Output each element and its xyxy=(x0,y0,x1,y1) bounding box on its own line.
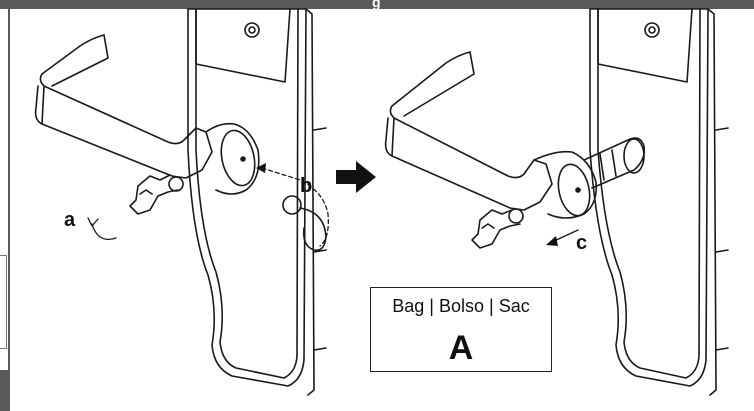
bag-label-box: Bag | Bolso | Sac A xyxy=(370,287,552,372)
left-frame-rule xyxy=(8,9,10,411)
right-top-module xyxy=(597,8,693,83)
right-lever-rose xyxy=(533,150,598,219)
right-key xyxy=(471,209,521,249)
bag-label-letter: A xyxy=(448,329,474,367)
tool-loop xyxy=(282,195,302,215)
transition-arrow xyxy=(336,161,376,193)
header-bar xyxy=(0,0,754,9)
left-lever-rose xyxy=(205,122,260,195)
left-lock-assembly xyxy=(34,8,329,396)
header-title-fragment: g xyxy=(372,0,381,10)
right-escutcheon-plate xyxy=(589,8,709,387)
dashed-line-b xyxy=(261,167,329,247)
corner-block xyxy=(0,370,9,411)
right-lock-assembly xyxy=(384,8,729,396)
left-key xyxy=(129,174,179,215)
right-escutcheon-inner xyxy=(597,8,701,379)
edge-tab xyxy=(0,255,7,349)
left-escutcheon-plate xyxy=(187,8,307,387)
left-escutcheon-inner xyxy=(195,8,299,379)
callout-c: c xyxy=(576,232,588,254)
callout-b: b xyxy=(300,175,313,197)
left-door-edge xyxy=(305,8,315,396)
callout-a: a xyxy=(64,209,76,231)
right-door-edge xyxy=(707,8,717,396)
bag-label-text: Bag | Bolso | Sac xyxy=(392,296,530,316)
left-top-screw xyxy=(244,22,260,38)
left-top-module xyxy=(195,8,291,83)
right-top-screw xyxy=(644,22,660,38)
rotation-arrow-a xyxy=(91,223,117,241)
left-lever-handle xyxy=(34,34,213,179)
right-lever-handle xyxy=(384,51,553,211)
